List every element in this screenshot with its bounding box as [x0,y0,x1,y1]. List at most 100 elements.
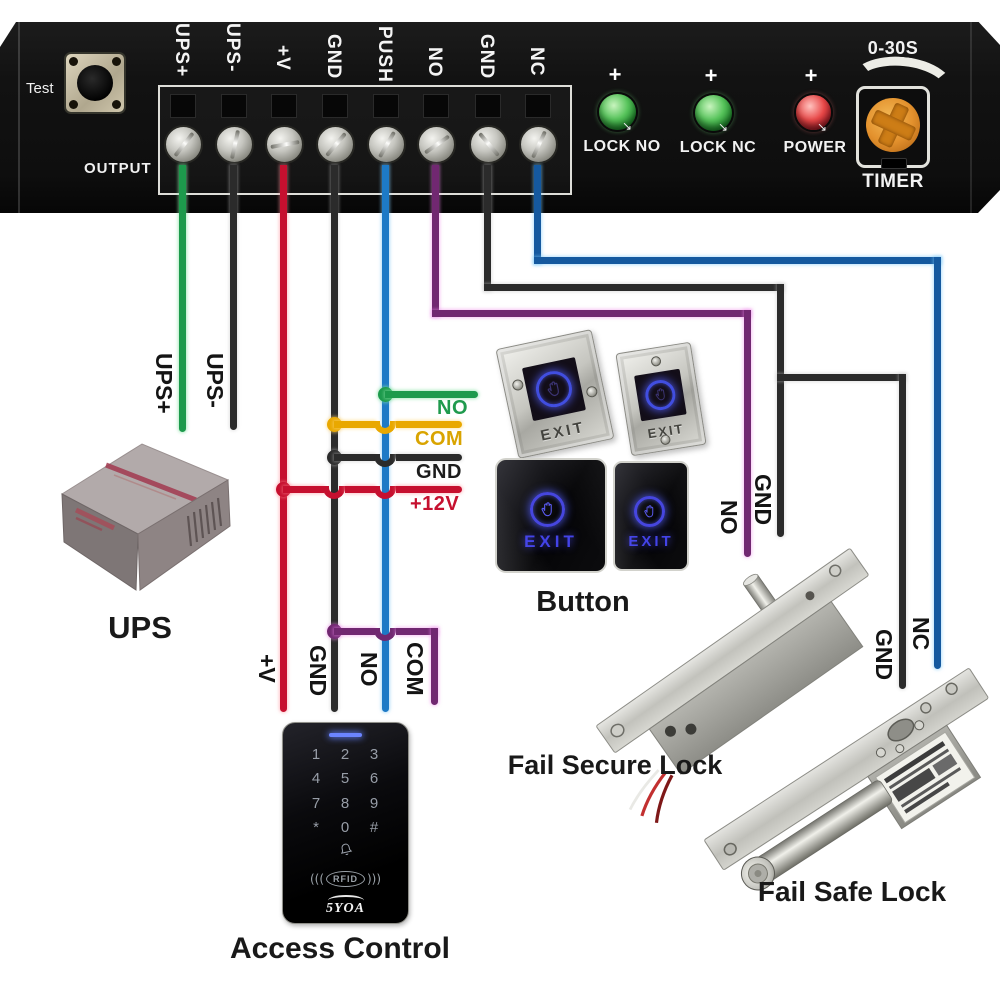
wire-com-keypad [430,627,438,705]
rfid-label: RFID [326,871,365,887]
timer-range-label: 0-30S [867,38,919,58]
timer-label: TIMER [862,171,924,192]
wire-com-stub [334,420,375,428]
test-button-cap [77,65,113,101]
terminal-slot [322,94,348,118]
terminal-label: UPS- [222,23,243,73]
ups-box [60,443,231,591]
wire-gnd-lock [776,284,784,537]
wire-no [743,310,751,557]
wire-gnd [330,165,338,712]
lock-no-label: LOCK NO [583,138,661,155]
keypad-key: 4 [311,770,321,787]
fail-secure-lock-label: Fail Secure Lock [507,750,723,780]
lock-nc-led-icon [693,93,734,133]
terminal-screw [367,125,406,164]
board-left-seam [18,22,20,213]
wire-v-plus [279,165,287,712]
terminal-slot [170,94,196,118]
keypad-key: * [313,819,319,836]
led-plus: + [608,62,622,87]
terminal-screw [265,125,304,164]
terminal-slot [373,94,399,118]
terminal-screw [519,125,558,164]
wire-ups-plus [178,165,186,432]
wire-12v-stub [345,485,375,493]
rfid-waves-icon: ((( [309,872,324,886]
terminal-label: NO [424,47,445,78]
wire-hop [323,485,345,499]
led-arrow-icon: ↘ [817,120,828,134]
terminal-label: GND [323,34,344,80]
wire-no-stub [385,390,478,398]
com-stub-label: COM [415,428,464,450]
wire-gnd-lock [483,165,491,291]
wire-12v-stub [396,485,462,493]
keypad-led-icon [329,733,362,737]
led-plus: + [804,63,818,88]
fail-safe-lock-label: Fail Safe Lock [757,876,947,907]
exit-button-metal-rect: EXIT [615,341,707,457]
no-keypad-wire-label: NO [356,652,382,687]
wire-push [381,165,389,712]
hand-icon [540,501,555,519]
test-button [64,52,126,114]
wire-hop [374,420,396,434]
wire-no [431,165,439,317]
gnd-keypad-wire-label: GND [305,645,331,697]
test-label: Test [26,80,54,97]
wire-nc [533,257,941,264]
wire-gnd-stub [334,453,375,461]
keypad-key: 9 [369,795,379,812]
wire-hop [374,485,396,499]
wire-com-stub [396,420,462,428]
hand-icon [653,386,668,404]
terminal-slot [475,94,501,118]
power-led-icon [794,93,833,132]
button-label: Button [536,586,630,618]
terminal-screw [164,125,203,164]
terminal-label: NC [526,47,547,77]
keypad-key: 3 [369,746,379,763]
wire-no [431,310,751,317]
terminal-label: GND [476,34,497,80]
led-plus: + [704,63,718,88]
keypad-key: 2 [340,746,350,763]
exit-label: EXIT [539,418,587,445]
rfid-waves-icon: ))) [367,872,382,886]
keypad-key: 0 [340,819,350,836]
terminal-label: UPS+ [171,23,192,78]
wire-gnd-lock [483,284,784,291]
terminal-label: PUSH [374,26,395,83]
exit-button-metal-square: EXIT [495,329,615,459]
access-control-label: Access Control [229,932,451,965]
keypad-key: # [369,819,379,836]
wire-hop [374,627,396,641]
brand-arc-icon [327,895,364,906]
wire-gnd-safe [898,374,906,689]
terminal-screw [215,125,254,164]
terminal-screw [417,125,456,164]
ups-vents [186,497,223,547]
fail-safe-lock [704,668,989,891]
wire-nc [933,257,941,669]
wire-hop [374,453,396,467]
12v-stub-label: +12V [410,493,460,515]
exit-button-touch-square: EXIT [495,458,607,573]
wire-gnd-safe [776,374,906,381]
wire-gnd-stub [396,453,462,461]
ups-plus-wire-label: UPS+ [151,353,177,414]
power-label: POWER [783,139,847,156]
exit-button-touch-rect: EXIT [613,461,689,571]
lock-nc-label: LOCK NC [679,139,757,156]
rfid-reader: ((( RFID ))) [283,871,408,887]
keypad-key: 8 [340,795,350,812]
terminal-slot [525,94,551,118]
gnd-stub-label: GND [416,461,462,483]
terminal-slot [221,94,247,118]
keypad-key: 7 [311,795,321,812]
hand-icon [544,378,564,400]
timer-knob-icon [866,98,920,152]
wire-12v-stub [283,485,324,493]
